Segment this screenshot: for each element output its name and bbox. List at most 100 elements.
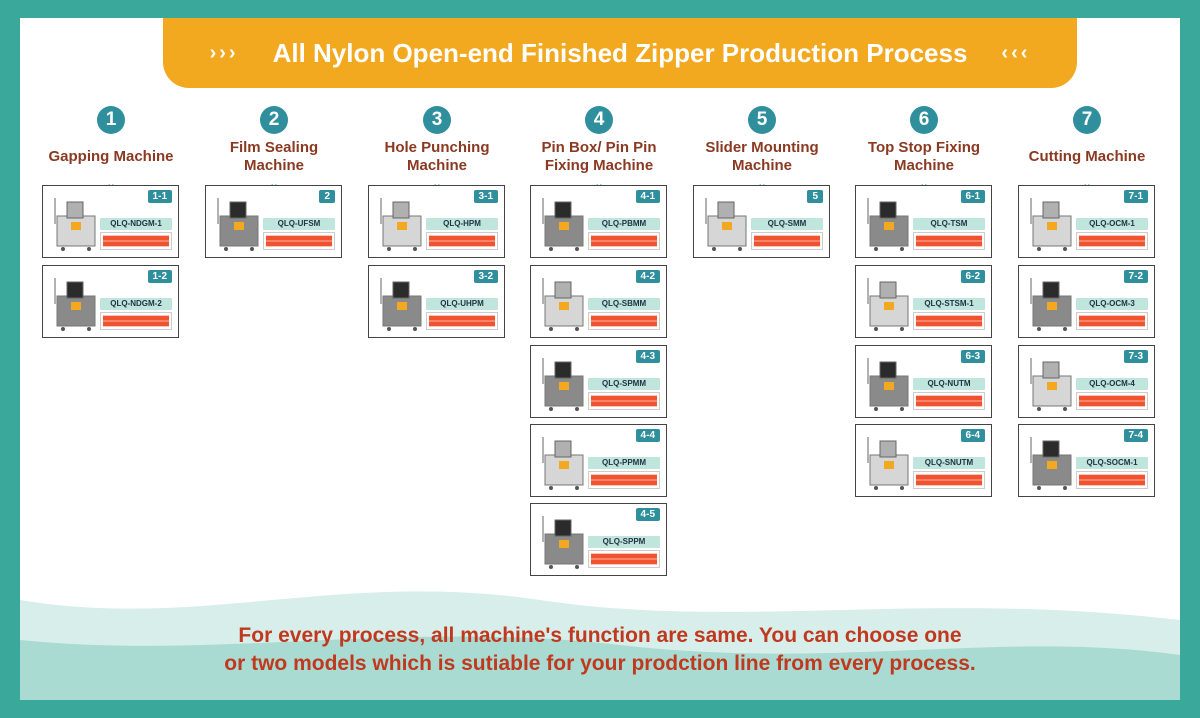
model-badge: 6-4 <box>960 429 985 442</box>
machine-image <box>1030 437 1072 490</box>
zipper-sample-image <box>913 471 985 489</box>
footer-line-2: or two models which is sutiable for your… <box>224 652 976 675</box>
model-label: QLQ-STSM-1 <box>913 298 985 310</box>
background-wave <box>20 591 1180 700</box>
zipper-sample-image <box>588 312 660 330</box>
model-badge: 4-4 <box>635 429 660 442</box>
step-number: 1 <box>97 106 125 134</box>
title-arrows-left: ››› <box>209 41 239 64</box>
chevron-down-icon: ⌄ <box>593 176 605 190</box>
zipper-sample-image <box>913 232 985 250</box>
model-badge: 3-1 <box>473 190 498 203</box>
model-badge: 5 <box>807 190 823 203</box>
model-label: QLQ-SOCM-1 <box>1076 457 1148 469</box>
poster-frame: ››› All Nylon Open-end Finished Zipper P… <box>20 18 1180 700</box>
zipper-sample-image <box>913 392 985 410</box>
model-badge: 3-2 <box>473 270 498 283</box>
chevron-down-icon: ⌄ <box>1081 176 1093 190</box>
machine-image <box>867 358 909 411</box>
model-label: QLQ-SMM <box>751 218 823 230</box>
zipper-sample-image <box>263 232 335 250</box>
machine-image <box>1030 358 1072 411</box>
machine-image <box>867 198 909 251</box>
model-badge: 6-1 <box>960 190 985 203</box>
machine-image <box>54 278 96 331</box>
chevron-down-icon: ⌄ <box>918 176 930 190</box>
model-label: QLQ-UFSM <box>263 218 335 230</box>
zipper-sample-image <box>100 232 172 250</box>
machine-image <box>542 358 584 411</box>
model-label: QLQ-SNUTM <box>913 457 985 469</box>
model-label: QLQ-OCM-4 <box>1076 378 1148 390</box>
footer-note: For every process, all machine's functio… <box>20 622 1180 678</box>
zipper-sample-image <box>100 312 172 330</box>
step-number: 3 <box>423 106 451 134</box>
model-label: QLQ-SPPM <box>588 536 660 548</box>
model-label: QLQ-OCM-1 <box>1076 218 1148 230</box>
model-badge: 6-3 <box>960 350 985 363</box>
model-badge: 2 <box>319 190 335 203</box>
model-badge: 7-3 <box>1123 350 1148 363</box>
zipper-sample-image <box>1076 471 1148 489</box>
step-label: Pin Box/ Pin Pin Fixing Machine <box>541 139 657 174</box>
model-label: QLQ-HPM <box>426 218 498 230</box>
model-badge: 6-2 <box>960 270 985 283</box>
machine-image <box>542 516 584 569</box>
machine-image <box>705 198 747 251</box>
zipper-sample-image <box>1076 232 1148 250</box>
chevron-down-icon: ⌄ <box>431 176 443 190</box>
model-badge: 4-3 <box>635 350 660 363</box>
model-label: QLQ-SBMM <box>588 298 660 310</box>
zipper-sample-image <box>588 550 660 568</box>
zipper-sample-image <box>751 232 823 250</box>
page-title: All Nylon Open-end Finished Zipper Produ… <box>272 37 968 68</box>
step-label: Hole Punching Machine <box>384 139 490 174</box>
model-label: QLQ-PBMM <box>588 218 660 230</box>
chevron-down-icon: ⌄ <box>268 176 280 190</box>
step-label: Gapping Machine <box>48 148 174 165</box>
zipper-sample-image <box>426 312 498 330</box>
step-label: Film Sealing Machine <box>229 139 319 174</box>
machine-image <box>1030 198 1072 251</box>
machine-image <box>867 278 909 331</box>
model-badge: 7-4 <box>1123 429 1148 442</box>
model-badge: 7-2 <box>1123 270 1148 283</box>
zipper-sample-image <box>426 232 498 250</box>
zipper-sample-image <box>913 312 985 330</box>
machine-image <box>867 437 909 490</box>
step-number: 2 <box>260 106 288 134</box>
machine-image <box>542 437 584 490</box>
machine-image <box>1030 278 1072 331</box>
zipper-sample-image <box>1076 312 1148 330</box>
title-banner: ››› All Nylon Open-end Finished Zipper P… <box>163 18 1077 88</box>
step-number: 7 <box>1073 106 1101 134</box>
model-label: QLQ-UHPM <box>426 298 498 310</box>
model-badge: 4-5 <box>635 508 660 521</box>
model-label: QLQ-TSM <box>913 218 985 230</box>
step-label: Slider Mounting Machine <box>705 139 819 174</box>
model-badge: 4-1 <box>635 190 660 203</box>
